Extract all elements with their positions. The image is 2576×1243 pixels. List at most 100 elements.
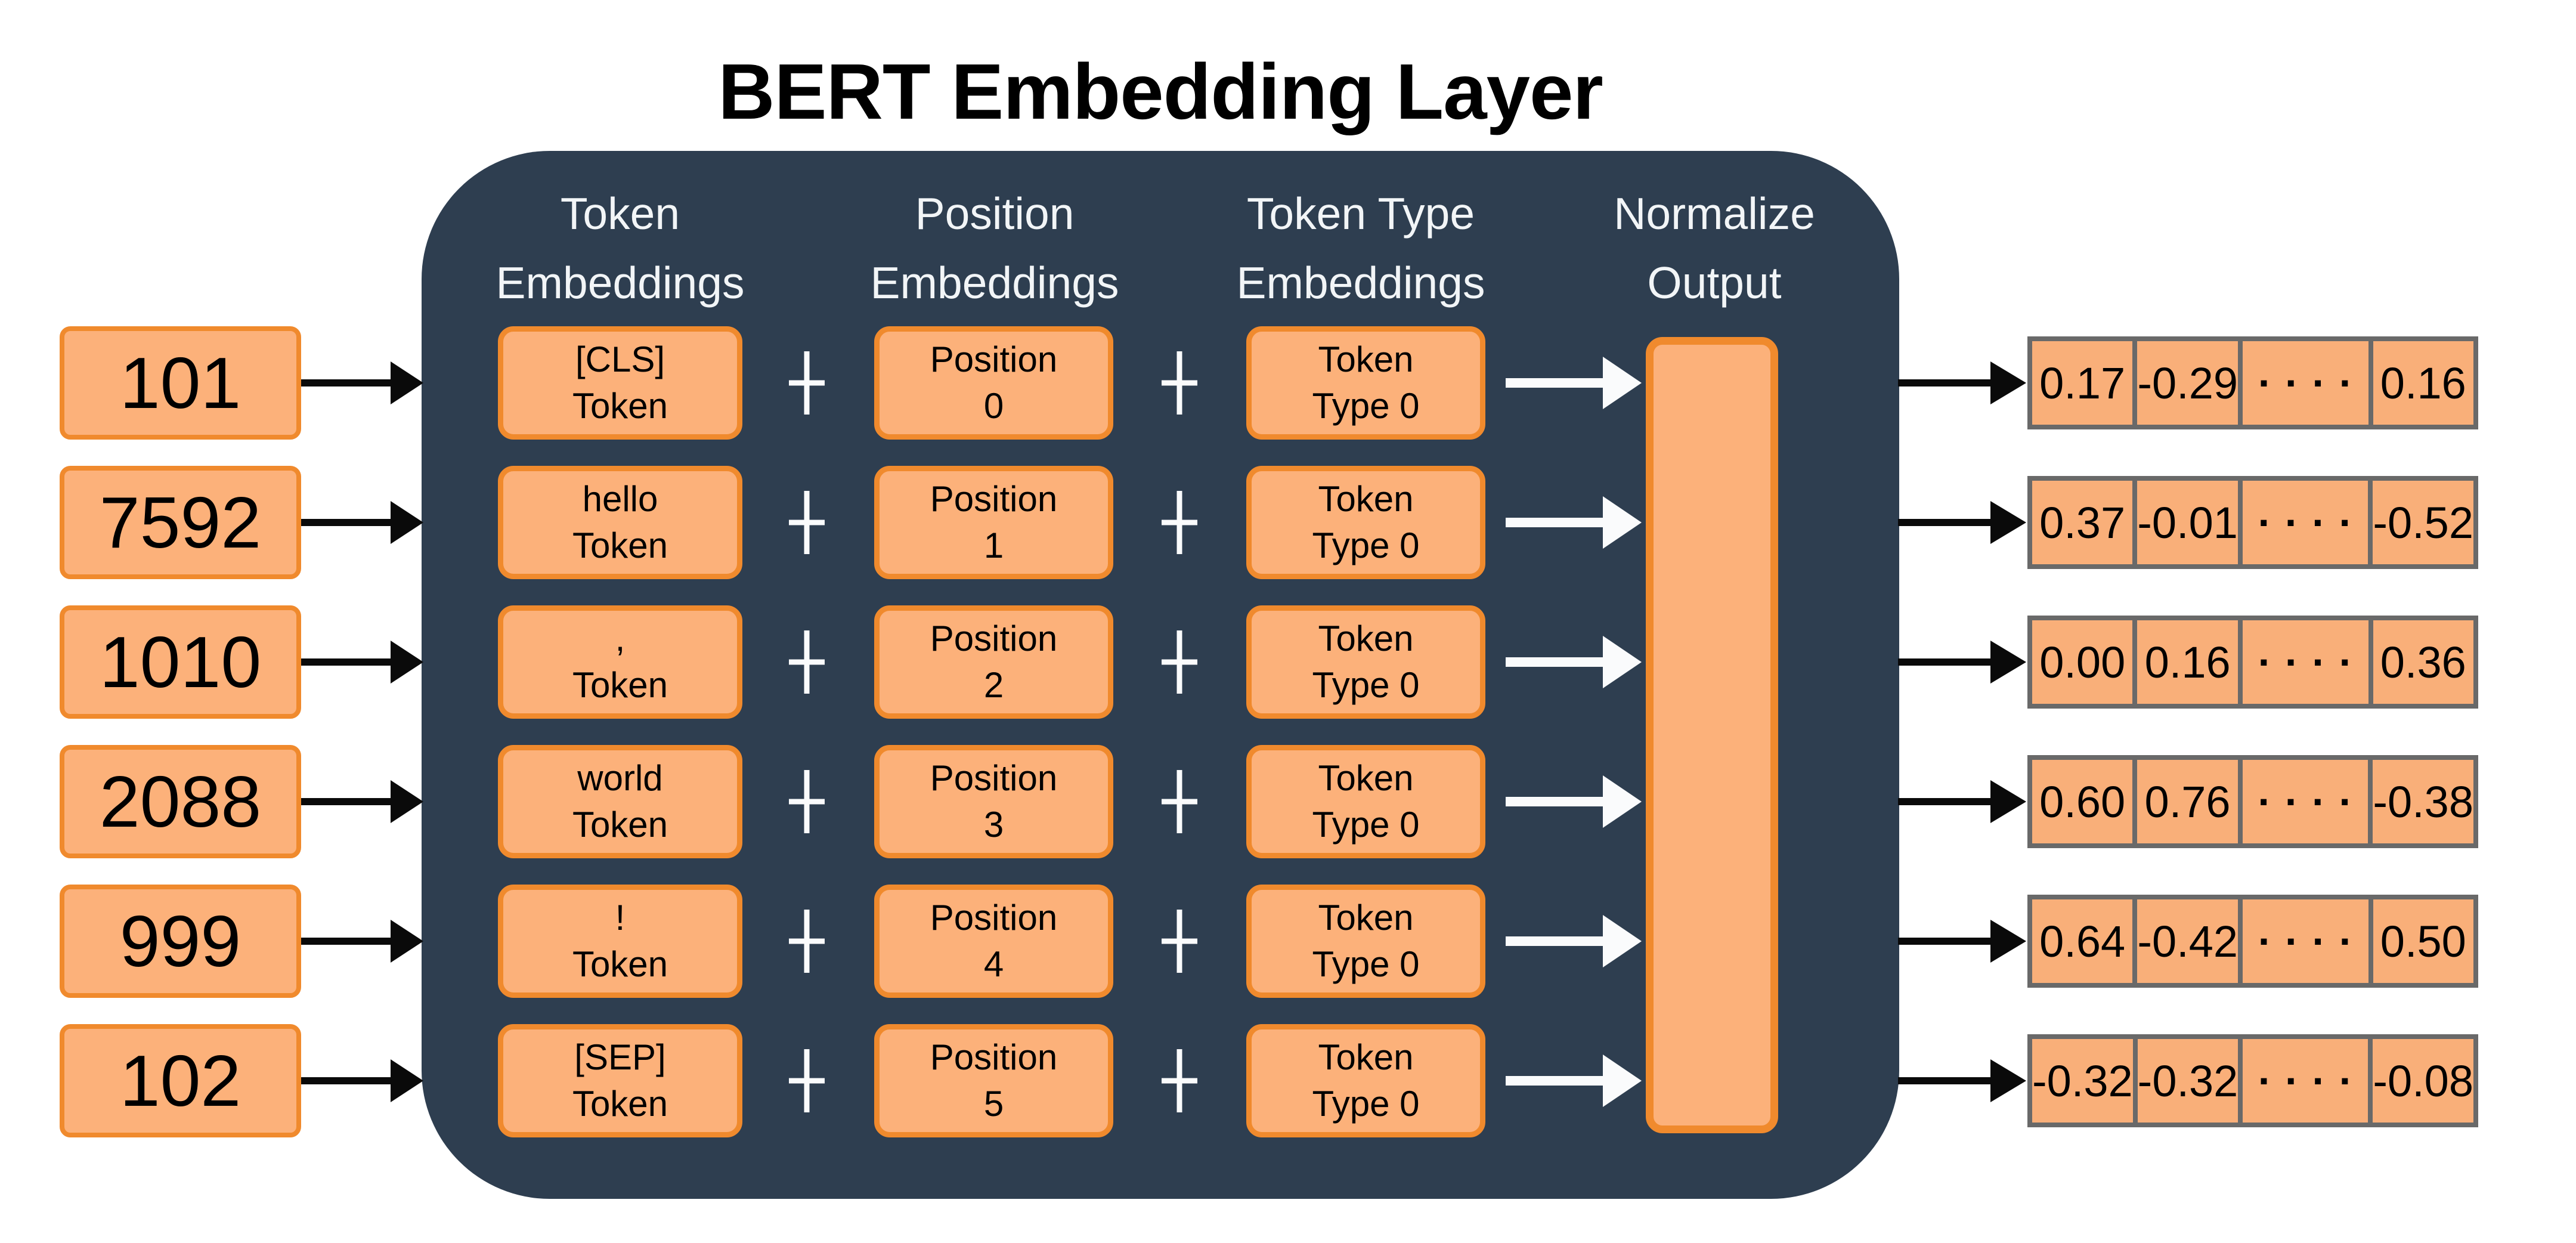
token-type-embedding-box: Token Type 0: [1246, 466, 1485, 579]
token-type-label: Type 0: [1312, 944, 1420, 984]
position-embedding-box: Position 5: [874, 1024, 1113, 1137]
vector-value: 0.36: [2373, 620, 2474, 704]
token-id-box: 999: [60, 885, 301, 998]
token-type-label: Type 0: [1312, 805, 1420, 845]
header-line: Embeddings: [496, 258, 745, 308]
arrow-right-icon: [1506, 775, 1642, 828]
token-label: !: [615, 898, 626, 938]
vector-value: 0.50: [2373, 899, 2473, 983]
position-label: Position: [930, 479, 1058, 519]
plus-icon: [788, 1024, 826, 1137]
vector-value: 0.64: [2032, 899, 2133, 983]
token-id-box: 101: [60, 326, 301, 440]
token-type-label: Type 0: [1312, 525, 1420, 565]
plus-icon: [788, 745, 826, 858]
token-type-label: Type 0: [1312, 386, 1420, 426]
arrow-right-icon: [301, 641, 423, 684]
token-type-label: Token: [1318, 619, 1414, 658]
token-type-embedding-box: Token Type 0: [1246, 1024, 1485, 1137]
output-vector: 0.37 -0.01 ···· -0.52: [2027, 476, 2478, 569]
token-label: Token: [572, 525, 668, 565]
token-type-label: Token: [1318, 898, 1414, 938]
token-id-box: 1010: [60, 605, 301, 719]
arrow-right-icon: [301, 780, 423, 823]
position-label: 5: [983, 1084, 1004, 1124]
token-id: 999: [119, 901, 242, 982]
position-embedding-box: Position 1: [874, 466, 1113, 579]
header-line: Embeddings: [870, 258, 1119, 308]
token-label: ,: [615, 619, 626, 658]
token-id: 7592: [99, 482, 262, 563]
token-embedding-box: world Token: [498, 745, 742, 858]
token-type-label: Token: [1318, 339, 1414, 379]
vector-value: 0.00: [2032, 620, 2133, 704]
arrow-right-icon: [301, 920, 423, 963]
vector-value: 0.37: [2032, 481, 2133, 564]
token-type-label: Type 0: [1312, 665, 1420, 705]
token-type-embedding-box: Token Type 0: [1246, 326, 1485, 440]
token-id-box: 2088: [60, 745, 301, 858]
token-embedding-box: ! Token: [498, 885, 742, 998]
arrow-right-icon: [1898, 1059, 2026, 1102]
header-line: Normalize: [1614, 188, 1815, 239]
plus-icon: [788, 605, 826, 719]
column-header-token-type-embeddings: Token Type Embeddings: [1134, 179, 1587, 317]
position-label: 3: [983, 805, 1004, 845]
token-type-embedding-box: Token Type 0: [1246, 885, 1485, 998]
position-label: 1: [983, 525, 1004, 565]
arrow-right-icon: [1506, 357, 1642, 409]
embedding-row: 102 [SEP] Token Position 5 Token Type 0 …: [0, 1024, 2576, 1137]
vector-value: -0.08: [2373, 1039, 2473, 1123]
arrow-right-icon: [1898, 361, 2026, 404]
vector-value: -0.29: [2137, 341, 2238, 425]
output-vector: 0.60 0.76 ···· -0.38: [2027, 755, 2478, 848]
arrow-right-icon: [1506, 915, 1642, 967]
arrow-right-icon: [1898, 501, 2026, 544]
token-embedding-box: , Token: [498, 605, 742, 719]
embedding-row: 1010 , Token Position 2 Token Type 0 0.0…: [0, 605, 2576, 719]
output-vector: 0.64 -0.42 ···· 0.50: [2027, 895, 2478, 988]
token-label: hello: [582, 479, 658, 519]
position-label: 2: [983, 665, 1004, 705]
ellipsis-dots: ····: [2243, 1039, 2368, 1123]
vector-value: 0.16: [2373, 341, 2473, 425]
token-id: 102: [119, 1040, 242, 1121]
token-type-embedding-box: Token Type 0: [1246, 605, 1485, 719]
arrow-right-icon: [1506, 496, 1642, 549]
ellipsis-dots: ····: [2243, 341, 2368, 425]
token-label: [CLS]: [575, 339, 665, 379]
output-vector: -0.32 -0.32 ···· -0.08: [2027, 1034, 2478, 1127]
plus-icon: [788, 885, 826, 998]
position-label: Position: [930, 758, 1058, 798]
token-type-label: Token: [1318, 1037, 1414, 1077]
plus-icon: [1160, 466, 1199, 579]
token-label: Token: [572, 805, 668, 845]
token-type-label: Token: [1318, 479, 1414, 519]
plus-icon: [1160, 605, 1199, 719]
ellipsis-dots: ····: [2242, 481, 2368, 564]
arrow-right-icon: [1898, 920, 2026, 963]
token-label: world: [577, 758, 663, 798]
arrow-right-icon: [1898, 641, 2026, 684]
plus-icon: [788, 326, 826, 440]
embedding-row: 999 ! Token Position 4 Token Type 0 0.64…: [0, 885, 2576, 998]
vector-value: -0.52: [2373, 481, 2473, 564]
arrow-right-icon: [301, 501, 423, 544]
header-line: Output: [1647, 258, 1782, 308]
plus-icon: [788, 466, 826, 579]
position-embedding-box: Position 4: [874, 885, 1113, 998]
header-line: Token: [560, 188, 680, 239]
position-label: Position: [930, 898, 1058, 938]
vector-value: -0.42: [2137, 899, 2238, 983]
token-embedding-box: [CLS] Token: [498, 326, 742, 440]
token-label: Token: [572, 665, 668, 705]
ellipsis-dots: ····: [2243, 899, 2368, 983]
plus-icon: [1160, 326, 1199, 440]
output-vector: 0.00 0.16 ···· 0.36: [2027, 616, 2478, 709]
token-label: Token: [572, 386, 668, 426]
embedding-row: 2088 world Token Position 3 Token Type 0…: [0, 745, 2576, 858]
vector-value: 0.60: [2032, 760, 2133, 843]
output-vector: 0.17 -0.29 ···· 0.16: [2027, 336, 2478, 429]
normalize-output-box: [1646, 337, 1778, 1133]
